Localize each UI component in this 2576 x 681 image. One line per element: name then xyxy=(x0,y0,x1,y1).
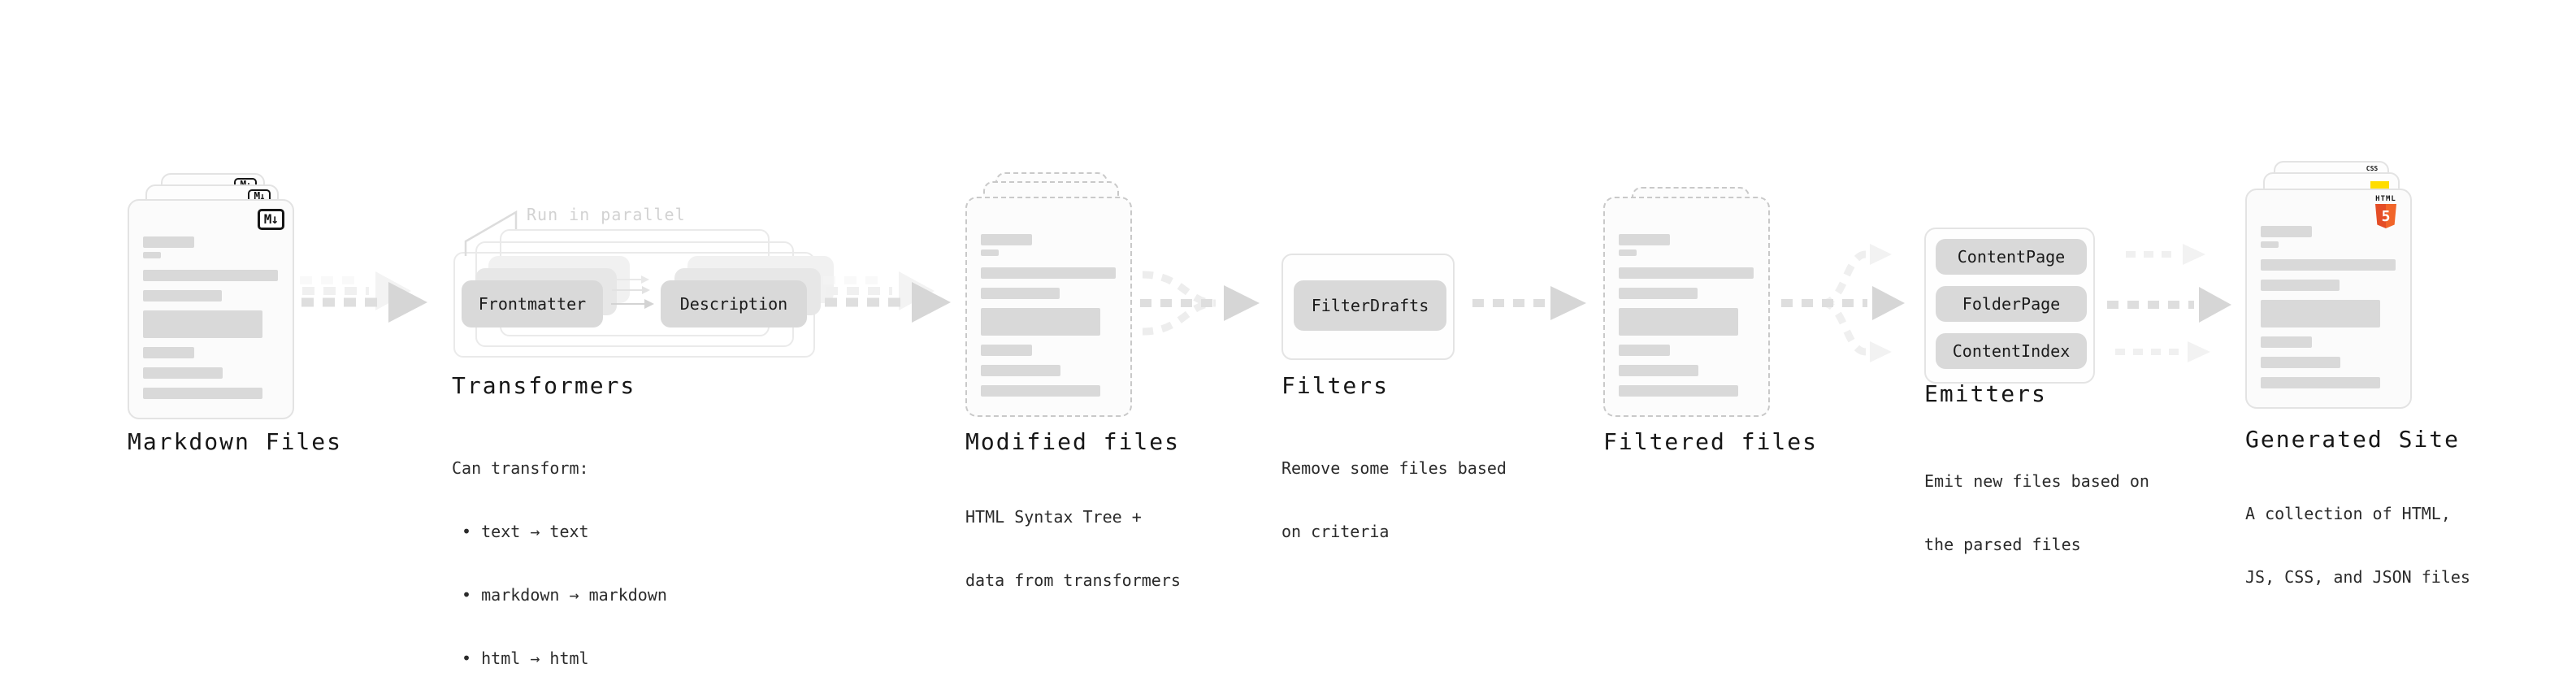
markdown-file-card: M↓ xyxy=(128,199,294,419)
description-pill: Description xyxy=(661,280,807,327)
transformers-desc-line: Can transform: xyxy=(452,458,589,478)
emitters-node: ContentPage FolderPage ContentIndex xyxy=(1924,228,2095,384)
arrow-filtered-to-emitters xyxy=(1781,244,1905,362)
modified-desc-line: HTML Syntax Tree + xyxy=(965,507,1142,527)
modified-files-node xyxy=(965,172,1132,420)
contentindex-pill: ContentIndex xyxy=(1936,333,2087,369)
transformers-desc-line: • html → html xyxy=(452,648,589,668)
file-content-placeholder xyxy=(2261,226,2400,388)
filters-desc-line: Remove some files based xyxy=(1281,458,1507,478)
arrow-modified-to-filters xyxy=(1140,271,1260,336)
contentpage-pill: ContentPage xyxy=(1936,239,2087,275)
html5-icon-word: HTML xyxy=(2375,195,2396,203)
arrow-emitters-to-generated xyxy=(2107,244,2231,362)
filters-desc-line: on criteria xyxy=(1281,522,1390,541)
markdown-files-node: M↓ M↓ M↓ xyxy=(128,173,294,421)
html5-icon-number: 5 xyxy=(2381,207,2391,225)
run-in-parallel-leader-line xyxy=(464,210,518,256)
transformers-description: Can transform: • text → text • markdown … xyxy=(452,415,667,681)
emitters-label: Emitters xyxy=(1924,380,2047,407)
html-file-card: HTML 5 xyxy=(2245,189,2412,409)
transformers-desc-line: • markdown → markdown xyxy=(452,585,667,605)
js-icon xyxy=(2370,181,2389,189)
filters-label: Filters xyxy=(1281,372,1390,399)
modified-files-label: Modified files xyxy=(965,428,1181,455)
transformers-label: Transformers xyxy=(452,372,636,399)
transformers-node: Frontmatter Description xyxy=(452,218,834,364)
folderpage-pill: FolderPage xyxy=(1936,286,2087,322)
generated-site-node: CSS HTML 5 xyxy=(2245,161,2412,409)
modified-desc-line: data from transformers xyxy=(965,570,1181,590)
frontmatter-pill: Frontmatter xyxy=(462,280,603,327)
generated-site-label: Generated Site xyxy=(2245,426,2461,453)
css-icon-word: CSS xyxy=(2366,165,2379,172)
emitters-description: Emit new files based on the parsed files xyxy=(1924,428,2149,597)
arrow-markdown-to-transformers xyxy=(300,271,427,323)
modified-file-card xyxy=(965,197,1132,417)
generated-desc-line: A collection of HTML, xyxy=(2245,504,2451,523)
html5-icon: HTML 5 xyxy=(2371,195,2400,228)
html5-icon-shield: 5 xyxy=(2375,204,2396,228)
generated-site-description: A collection of HTML, JS, CSS, and JSON … xyxy=(2245,461,2470,630)
file-content-placeholder xyxy=(981,234,1121,397)
filtered-files-label: Filtered files xyxy=(1603,428,1819,455)
modified-files-description: HTML Syntax Tree + data from transformer… xyxy=(965,464,1181,633)
filters-description: Remove some files based on criteria xyxy=(1281,415,1507,584)
arrow-filters-to-filtered xyxy=(1472,286,1586,320)
file-content-placeholder xyxy=(1619,234,1759,397)
filterdrafts-pill: FilterDrafts xyxy=(1294,280,1446,331)
markdown-files-label: Markdown Files xyxy=(128,428,343,455)
emitters-desc-line: Emit new files based on xyxy=(1924,471,2149,491)
emitters-desc-line: the parsed files xyxy=(1924,535,2081,554)
file-content-placeholder xyxy=(143,236,283,399)
parallel-run-arrows xyxy=(611,275,654,309)
filters-node: FilterDrafts xyxy=(1281,254,1455,360)
markdown-icon: M↓ xyxy=(257,209,284,230)
filtered-files-node xyxy=(1603,187,1770,435)
transformers-desc-line: • text → text xyxy=(452,522,589,541)
filtered-file-card xyxy=(1603,197,1770,417)
arrow-transformers-to-modified xyxy=(823,271,951,323)
run-in-parallel-annotation: Run in parallel xyxy=(527,205,686,224)
generated-desc-line: JS, CSS, and JSON files xyxy=(2245,567,2470,587)
